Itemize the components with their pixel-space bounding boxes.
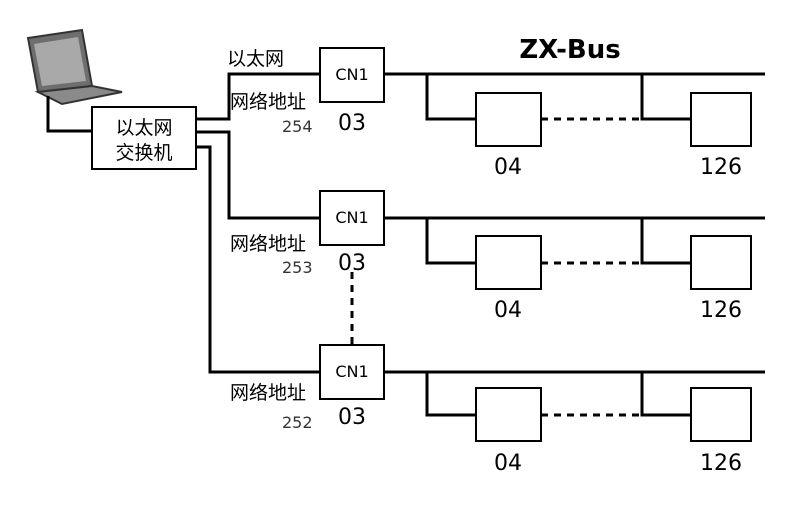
switch-to-cn1-3-line <box>196 145 320 374</box>
bus-drop-line <box>640 372 691 417</box>
cn1-label: CN1 <box>335 65 368 84</box>
first-slave-address: 04 <box>494 451 522 476</box>
switch-to-cn1-2-line <box>196 130 320 220</box>
cn-address: 03 <box>338 251 366 276</box>
first-slave-address: 04 <box>494 155 522 180</box>
ip-label: 网络地址 <box>230 233 306 255</box>
diagram-title: ZX-Bus <box>519 35 620 65</box>
switch-to-cn1-1-line <box>196 72 320 121</box>
bus-drop-line <box>425 74 476 121</box>
last-slave-address: 126 <box>700 451 742 476</box>
slave-box-last <box>690 92 752 147</box>
cn1-module <box>319 190 385 246</box>
switch-label-line2: 交换机 <box>115 142 172 164</box>
laptop-to-switch-line <box>46 96 92 133</box>
bus-drop-line <box>640 74 691 121</box>
branch-1: CN1 网络地址 254 03 04 126 <box>230 47 765 180</box>
switch-label-line1: 以太网 <box>115 117 172 139</box>
cn1-label: CN1 <box>335 362 368 381</box>
slave-box-last <box>690 387 752 442</box>
slave-box-first <box>475 92 542 147</box>
slave-box-first <box>475 387 542 442</box>
cn1-module <box>319 344 385 400</box>
bus-drop-line <box>640 218 691 265</box>
last-slave-address: 126 <box>700 298 742 323</box>
ethernet-label: 以太网 <box>227 48 284 70</box>
cn1-module <box>319 47 385 103</box>
ip-label: 网络地址 <box>230 91 306 113</box>
first-slave-address: 04 <box>494 298 522 323</box>
ethernet-switch <box>91 106 197 170</box>
cn-address: 03 <box>338 405 366 430</box>
branch-3: CN1 网络地址 252 03 04 126 <box>230 344 765 476</box>
bus-drop-line <box>425 218 476 265</box>
ip-value: 253 <box>282 258 313 277</box>
ip-label: 网络地址 <box>230 382 306 404</box>
laptop-icon <box>26 28 123 106</box>
slave-box-last <box>690 235 752 290</box>
cn1-label: CN1 <box>335 208 368 227</box>
ip-value: 252 <box>282 413 313 432</box>
branch-2: CN1 网络地址 253 03 04 126 <box>230 190 765 323</box>
bus-drop-line <box>425 372 476 417</box>
last-slave-address: 126 <box>700 155 742 180</box>
slave-box-first <box>475 235 542 290</box>
ip-value: 254 <box>282 117 313 136</box>
cn-address: 03 <box>338 111 366 136</box>
